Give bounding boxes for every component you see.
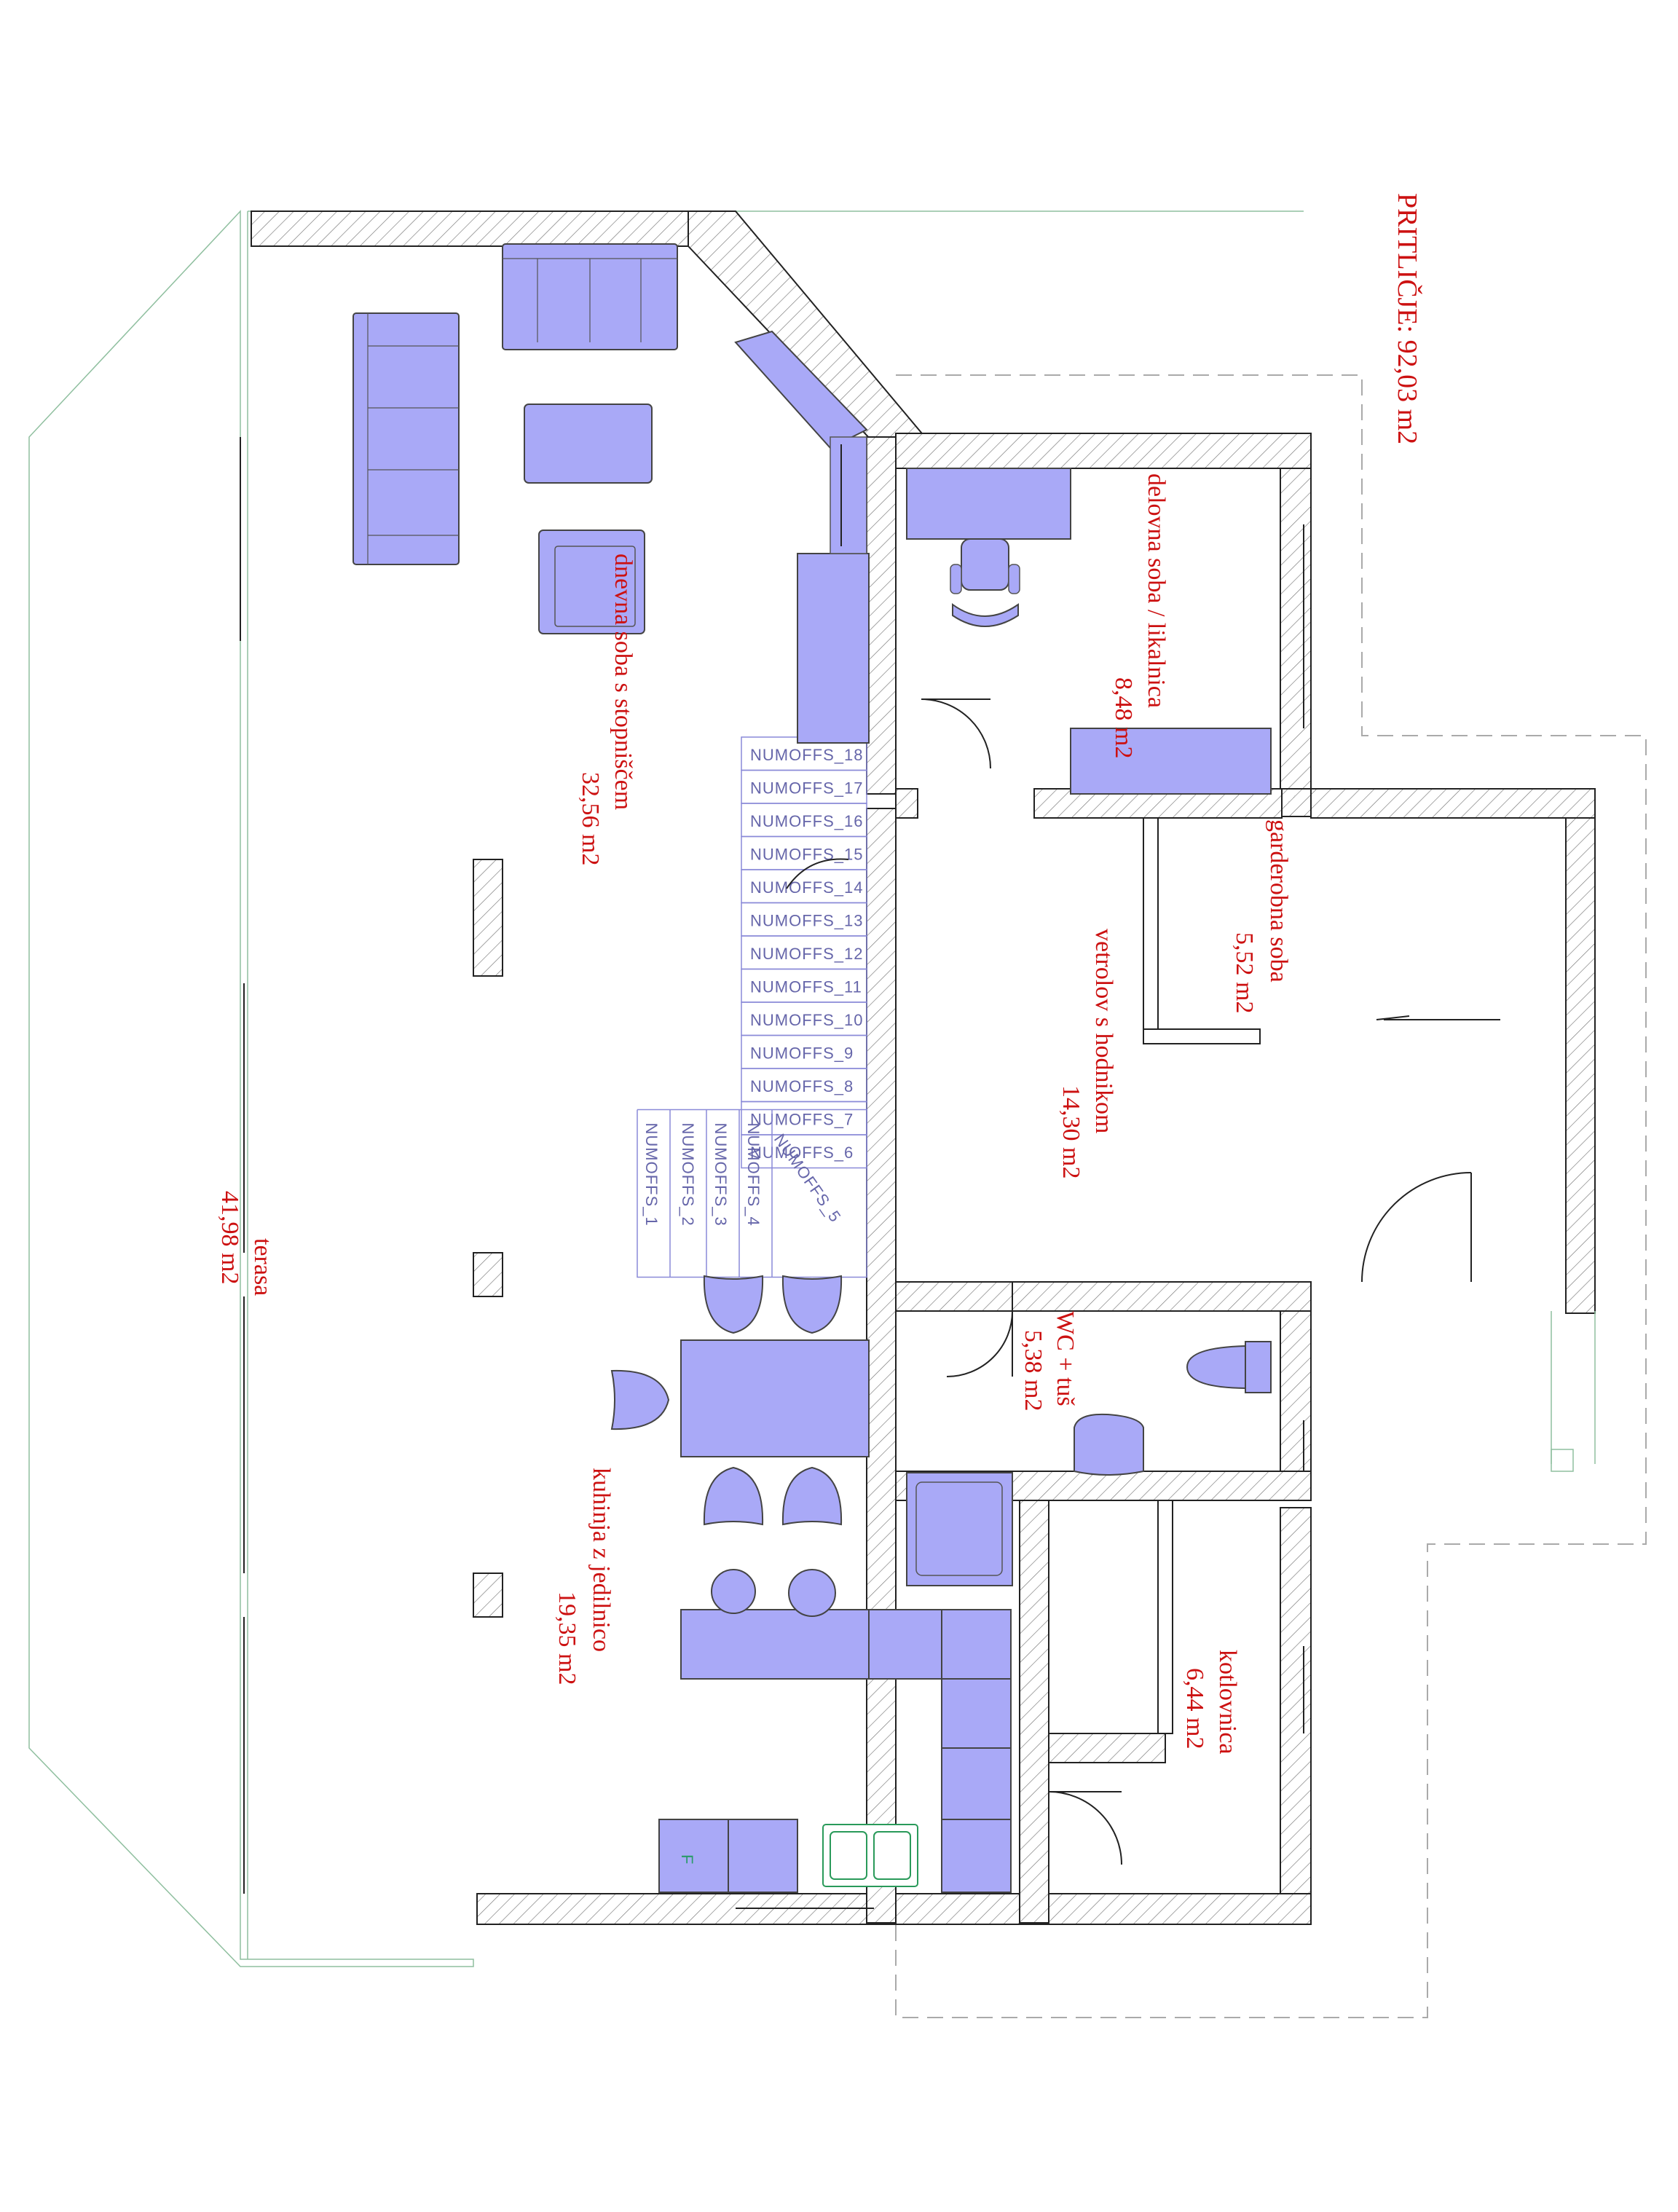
- stair-winder-frame: [637, 1109, 867, 1278]
- terrace-steps: [1551, 1311, 1596, 1472]
- stair-step-label: NUMOFFS_6: [750, 1144, 854, 1162]
- labels: PRITLIČJE: 92,03 m2 dnevna soba s stopni…: [216, 193, 1422, 1755]
- office-chair: [950, 538, 1020, 627]
- fridge: [658, 1819, 729, 1893]
- upper-floor-outline: [895, 374, 1647, 2018]
- stair-step-label: NUMOFFS_7: [750, 1111, 854, 1129]
- stair-step-label: NUMOFFS_14: [750, 878, 863, 897]
- sofa-top: [502, 243, 678, 350]
- room-area-garderobna: 5,52 m2: [1231, 932, 1258, 1013]
- room-area-kotlovnica: 6,44 m2: [1181, 1668, 1208, 1749]
- room-area-kuhinja: 19,35 m2: [554, 1591, 580, 1685]
- desk: [906, 468, 1071, 540]
- stair-step-label: NUMOFFS_16: [750, 812, 863, 830]
- stair-step-label: NUMOFFS_9: [750, 1044, 854, 1063]
- room-name-garderobna: garderobna soba: [1265, 819, 1292, 983]
- stair-step-label: NUMOFFS_8: [750, 1077, 854, 1095]
- kitchen-furniture: F: [658, 1472, 1013, 1893]
- dining-chairs: [610, 1275, 843, 1526]
- interior-walls: [866, 436, 1312, 1924]
- stair-step-label: NUMOFFS_15: [750, 846, 863, 864]
- stair-step-label: NUMOFFS_13: [750, 912, 863, 930]
- stair-step-label: NUMOFFS_10: [750, 1011, 863, 1029]
- stairs: NUMOFFS_18NUMOFFS_17NUMOFFS_16NUMOFFS_15…: [637, 736, 867, 1278]
- stair-step-label: NUMOFFS_18: [750, 746, 863, 764]
- dining-chair: [610, 1369, 670, 1430]
- room-name-delovna: delovna soba / likalnica: [1143, 473, 1170, 708]
- room-area-dnevna: 32,56 m2: [577, 772, 604, 865]
- stair-winder-label: NUMOFFS_2: [679, 1123, 697, 1227]
- exterior-walls: [251, 210, 1596, 1925]
- stair-winder-label: NUMOFFS_4: [744, 1123, 763, 1227]
- dining-furniture: [610, 1275, 870, 1526]
- office-furniture: [906, 468, 1272, 795]
- stair-winder-label: NUMOFFS_1: [642, 1123, 661, 1227]
- armchair: [538, 530, 645, 634]
- windows: [240, 437, 1304, 1909]
- tv-cabinet: [734, 330, 870, 744]
- room-name-kotlovnica: kotlovnica: [1214, 1650, 1241, 1755]
- dining-table: [680, 1339, 870, 1457]
- dining-chair: [703, 1466, 764, 1526]
- room-name-vetrolov: vetrolov s hodnikom: [1090, 929, 1117, 1133]
- stair-step-label: NUMOFFS_17: [750, 779, 863, 798]
- terrace-outline: [28, 210, 474, 1967]
- room-name-terasa: terasa: [249, 1238, 276, 1296]
- room-area-terasa: 41,98 m2: [216, 1191, 243, 1284]
- living-room-furniture: [352, 243, 870, 744]
- room-name-kuhinja: kuhinja z jedilnico: [588, 1468, 615, 1652]
- dining-chair: [781, 1275, 843, 1334]
- ironing-cabinet: [1070, 728, 1272, 795]
- dining-chair: [703, 1275, 764, 1334]
- doors: [921, 698, 1500, 1865]
- sofa-left: [352, 312, 460, 565]
- room-name-wc: WC + tuš: [1052, 1311, 1079, 1406]
- room-name-dnevna: dnevna soba s stopniščem: [610, 554, 637, 810]
- fridge-label: F: [678, 1854, 696, 1864]
- coffee-table: [524, 404, 653, 484]
- stair-handrail: [786, 858, 849, 889]
- dining-chair: [781, 1466, 843, 1526]
- wc-fixtures: [1074, 1341, 1272, 1476]
- sink: [822, 1824, 918, 1887]
- stair-step-label: NUMOFFS_11: [750, 978, 862, 996]
- room-area-vetrolov: 14,30 m2: [1057, 1085, 1084, 1178]
- room-area-delovna: 8,48 m2: [1110, 677, 1137, 758]
- stair-step-label: NUMOFFS_12: [750, 945, 863, 963]
- room-area-wc: 5,38 m2: [1020, 1330, 1047, 1411]
- floor-title: PRITLIČJE: 92,03 m2: [1392, 193, 1422, 444]
- stair-winder-label: NUMOFFS_3: [712, 1123, 730, 1227]
